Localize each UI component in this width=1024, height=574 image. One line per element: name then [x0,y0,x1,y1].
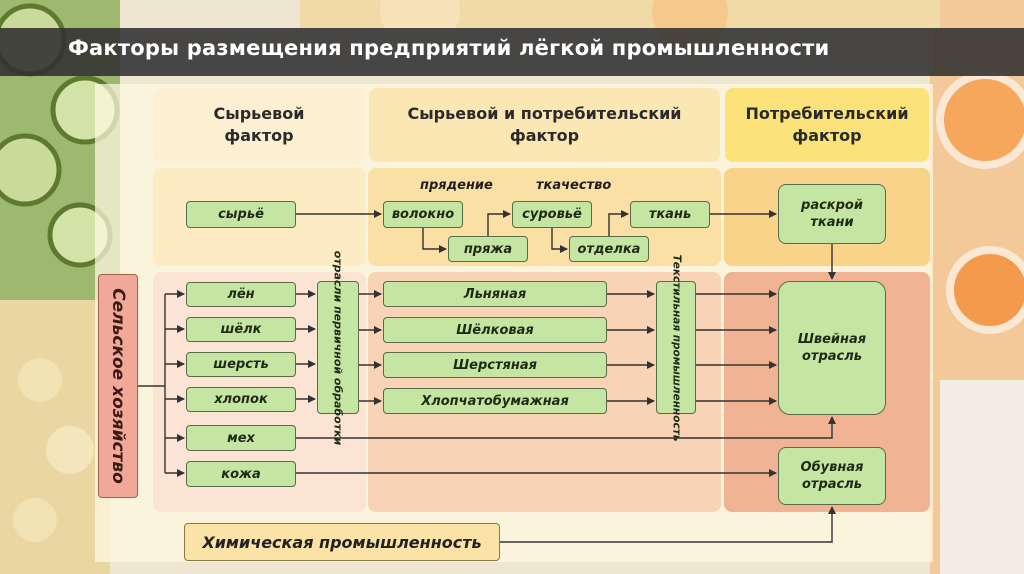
material-silk: шёлк [186,317,296,342]
branch-silk: Шёлковая [383,317,607,343]
primary-processing-box: отрасли первичной обработки [317,250,359,445]
chemical-industry-box: Химическая промышленность [184,523,500,561]
weaving-label: ткачество [536,178,612,193]
page-title: Факторы размещения предприятий лёгкой пр… [68,36,830,60]
material-leather: кожа [186,461,296,487]
branch-cotton: Хлопчатобумажная [383,388,607,414]
fiber-box: волокно [383,201,463,228]
primary-processing-label: отрасли первичной обработки [331,250,345,445]
footwear-industry-box: Обувная отрасль [778,447,886,505]
spinning-label: прядение [420,178,493,193]
fabric-box: ткань [630,201,710,228]
finishing-box: отделка [569,236,649,262]
sewing-industry-box: Швейная отрасль [778,281,886,415]
textile-industry-label: Текстильная промышленность [670,254,683,441]
header-consumer-factor: Потребительский фактор [725,88,929,162]
yarn-box: пряжа [448,236,528,262]
material-wool: шерсть [186,352,296,377]
textile-industry-box: Текстильная промышленность [656,254,696,441]
raw-material-box: сырьё [186,201,296,228]
agriculture-box: Сельское хозяйство [98,274,138,498]
greige-box: суровьё [512,201,592,228]
fabric-cutting-box: раскрой ткани [778,184,886,244]
branch-linen: Льняная [383,281,607,307]
header-raw-consumer-factor: Сырьевой и потребительский фактор [369,88,720,162]
material-fur: мех [186,425,296,451]
agriculture-label: Сельское хозяйство [108,288,128,484]
material-cotton: хлопок [186,387,296,412]
title-bar [0,28,1024,76]
header-raw-factor: Сырьевой фактор [153,88,365,162]
branch-wool: Шерстяная [383,352,607,378]
material-flax: лён [186,282,296,307]
